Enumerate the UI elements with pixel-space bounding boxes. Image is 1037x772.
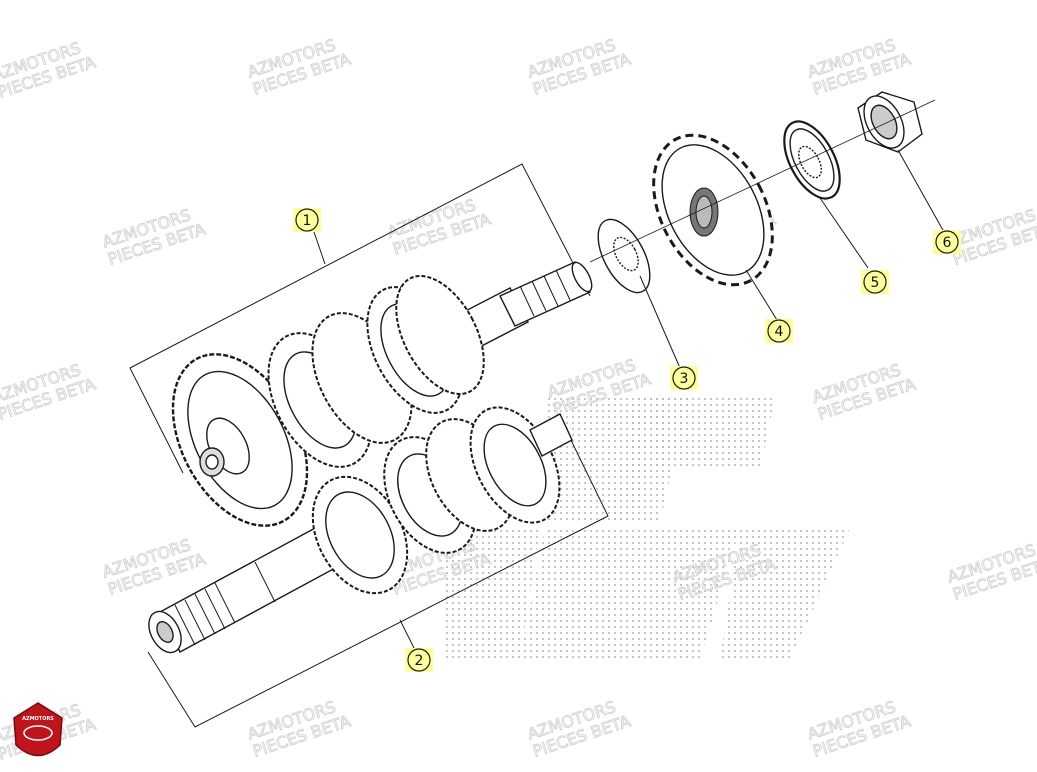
callout-number: 6 xyxy=(943,235,952,251)
callout-number: 3 xyxy=(680,371,689,387)
leader-lines xyxy=(639,149,945,369)
secondary-gear-cluster xyxy=(311,406,573,595)
assembly-axis xyxy=(589,99,936,263)
shield-icon xyxy=(13,702,63,757)
callout-labels: 1 2 3 4 5 6 xyxy=(293,208,961,672)
callout-number: 5 xyxy=(871,275,880,291)
callout-number: 1 xyxy=(303,213,312,229)
azmotors-logo: AZMOTORS xyxy=(13,702,63,757)
callout-4: 4 xyxy=(765,319,793,343)
callout-number: 2 xyxy=(415,653,424,669)
callout-3: 3 xyxy=(670,366,698,390)
lock-washer xyxy=(783,120,841,200)
callout-5: 5 xyxy=(861,270,889,294)
secondary-shaft xyxy=(148,519,351,654)
gearbox-assembly xyxy=(129,91,936,728)
secondary-shaft-bracket xyxy=(147,433,609,728)
logo-text: AZMOTORS xyxy=(22,716,54,722)
callout-2: 2 xyxy=(405,648,433,672)
sprocket-nut xyxy=(857,91,923,153)
front-sprocket xyxy=(652,133,774,287)
spacer-washer xyxy=(597,218,651,294)
background-brand-mark xyxy=(440,398,850,660)
callout-6: 6 xyxy=(933,230,961,254)
callout-1: 1 xyxy=(293,208,321,232)
callout-number: 4 xyxy=(775,324,784,340)
primary-shaft-bracket xyxy=(129,163,591,474)
primary-gear-cluster xyxy=(171,275,485,527)
